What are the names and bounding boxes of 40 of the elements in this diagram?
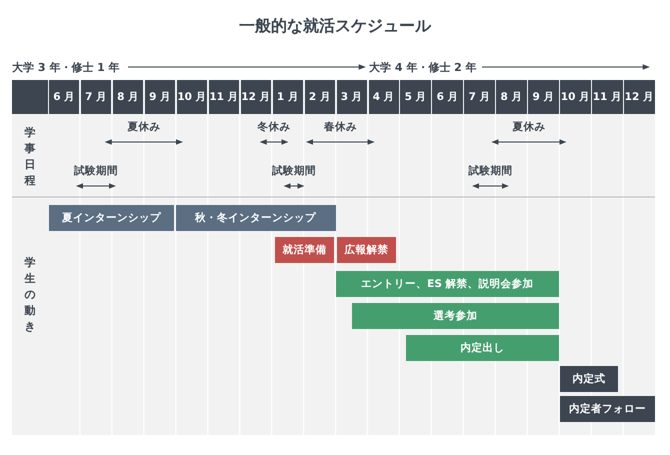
month-header: 5 月 — [400, 80, 431, 114]
year-label: 大学 3 年・修士 1 年 — [12, 60, 120, 75]
row-header: 学事日程 — [24, 125, 36, 189]
month-header: 11 月 — [208, 80, 240, 114]
period-label: 夏休み — [512, 120, 546, 134]
schedule-bar: エントリー、ES 解禁、説明会参加 — [336, 271, 560, 297]
month-header: 10 月 — [176, 80, 208, 114]
schedule-bar: 内定式 — [560, 366, 618, 392]
schedule-bar: 夏インターンシップ — [48, 205, 174, 231]
period-label: 試験期間 — [74, 164, 118, 178]
month-header: 10 月 — [560, 80, 591, 114]
row-header: 学生の動き — [24, 255, 36, 335]
month-header: 6 月 — [432, 80, 463, 114]
month-header: 7 月 — [80, 80, 112, 114]
month-header: 4 月 — [368, 80, 399, 114]
month-header: 9 月 — [528, 80, 559, 114]
period-label: 冬休み — [258, 120, 291, 134]
period-label: 試験期間 — [272, 164, 316, 178]
period-label: 夏休み — [127, 120, 160, 134]
year-label: 大学 4 年・修士 2 年 — [369, 60, 477, 75]
chart-title: 一般的な就活スケジュール — [238, 16, 432, 37]
month-header: 8 月 — [496, 80, 527, 114]
schedule-bar: 就活準備 — [274, 237, 334, 263]
period-label: 試験期間 — [468, 164, 512, 178]
schedule-bar: 内定出し — [406, 335, 560, 361]
period-label: 春休み — [324, 120, 357, 134]
schedule-bar: 選考参加 — [352, 303, 560, 329]
month-header: 2 月 — [304, 80, 336, 114]
month-header: 9 月 — [144, 80, 176, 114]
schedule-bar: 内定者フォロー — [560, 396, 656, 422]
schedule-bar: 広報解禁 — [336, 237, 396, 263]
month-header: 7 月 — [464, 80, 495, 114]
month-header: 12 月 — [240, 80, 272, 114]
month-header: 1 月 — [272, 80, 304, 114]
month-header: 11 月 — [592, 80, 623, 114]
month-header: 12 月 — [624, 80, 655, 114]
month-header: 8 月 — [112, 80, 144, 114]
month-header: 3 月 — [336, 80, 367, 114]
month-header: 6 月 — [49, 80, 80, 114]
schedule-bar: 秋・冬インターンシップ — [176, 205, 336, 231]
